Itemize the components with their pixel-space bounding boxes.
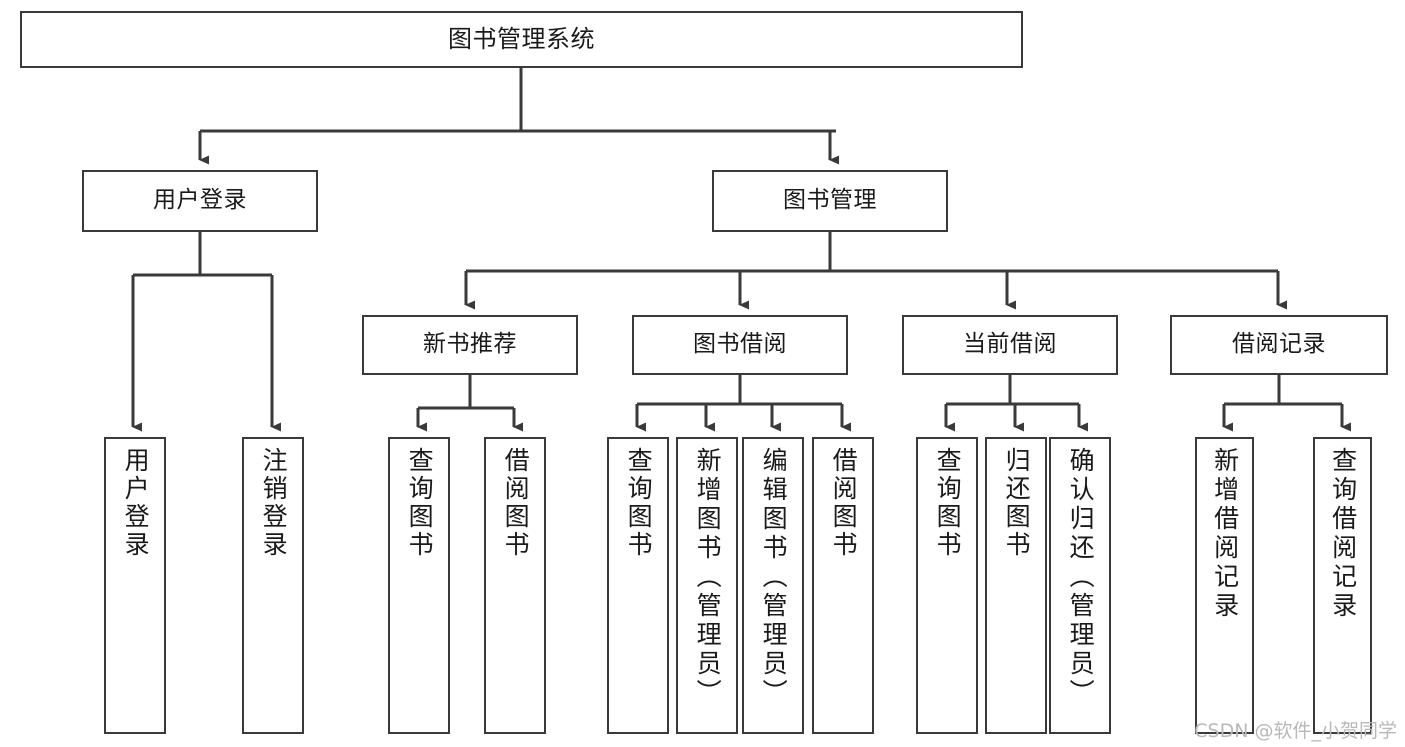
node-new-book-rec[interactable]: 新书推荐 (362, 315, 578, 375)
node-user-login[interactable]: 用户登录 (82, 170, 318, 232)
node-book-manage[interactable]: 图书管理 (712, 170, 948, 232)
node-leaf-query-book-2-label: 查询图书 (624, 447, 654, 559)
node-leaf-user-login[interactable]: 用户登录 (104, 437, 166, 734)
node-current-borrow[interactable]: 当前借阅 (902, 315, 1118, 375)
node-leaf-confirm-return-label: 确认归还（管理员） (1066, 447, 1096, 708)
node-user-login-label: 用户登录 (153, 187, 247, 214)
node-book-borrow-label: 图书借阅 (693, 331, 787, 358)
node-leaf-add-book-label: 新增图书（管理员） (693, 447, 723, 708)
node-leaf-borrow-book-2[interactable]: 借阅图书 (812, 437, 874, 734)
node-borrow-record[interactable]: 借阅记录 (1170, 315, 1388, 375)
node-leaf-borrow-book-2-label: 借阅图书 (829, 447, 859, 559)
node-root-label: 图书管理系统 (448, 25, 595, 54)
node-leaf-add-book[interactable]: 新增图书（管理员） (676, 437, 738, 734)
node-leaf-user-login-label: 用户登录 (121, 447, 151, 559)
watermark: CSDN @软件_小贺同学 (1194, 720, 1397, 742)
node-leaf-borrow-book-1[interactable]: 借阅图书 (484, 437, 546, 734)
node-leaf-edit-book[interactable]: 编辑图书（管理员） (742, 437, 804, 734)
node-leaf-query-book-3-label: 查询图书 (933, 447, 963, 559)
node-root[interactable]: 图书管理系统 (20, 11, 1023, 68)
node-current-borrow-label: 当前借阅 (963, 331, 1057, 358)
node-leaf-query-book-2[interactable]: 查询图书 (607, 437, 669, 734)
node-leaf-logout-label: 注销登录 (259, 447, 289, 559)
node-book-borrow[interactable]: 图书借阅 (632, 315, 848, 375)
node-leaf-add-record[interactable]: 新增借阅记录 (1195, 437, 1254, 734)
node-leaf-return-book-label: 归还图书 (1002, 447, 1032, 559)
node-leaf-query-book-1-label: 查询图书 (405, 447, 435, 559)
node-borrow-record-label: 借阅记录 (1232, 331, 1326, 358)
node-leaf-confirm-return[interactable]: 确认归还（管理员） (1049, 437, 1111, 734)
node-book-manage-label: 图书管理 (783, 187, 877, 214)
node-leaf-edit-book-label: 编辑图书（管理员） (759, 447, 789, 708)
node-leaf-query-book-1[interactable]: 查询图书 (388, 437, 450, 734)
node-leaf-query-book-3[interactable]: 查询图书 (916, 437, 978, 734)
node-leaf-query-record[interactable]: 查询借阅记录 (1313, 437, 1372, 734)
node-leaf-return-book[interactable]: 归还图书 (985, 437, 1047, 734)
node-leaf-logout[interactable]: 注销登录 (242, 437, 304, 734)
node-new-book-rec-label: 新书推荐 (423, 331, 517, 358)
node-leaf-borrow-book-1-label: 借阅图书 (501, 447, 531, 559)
node-leaf-query-record-label: 查询借阅记录 (1328, 447, 1358, 621)
node-leaf-add-record-label: 新增借阅记录 (1210, 447, 1240, 621)
